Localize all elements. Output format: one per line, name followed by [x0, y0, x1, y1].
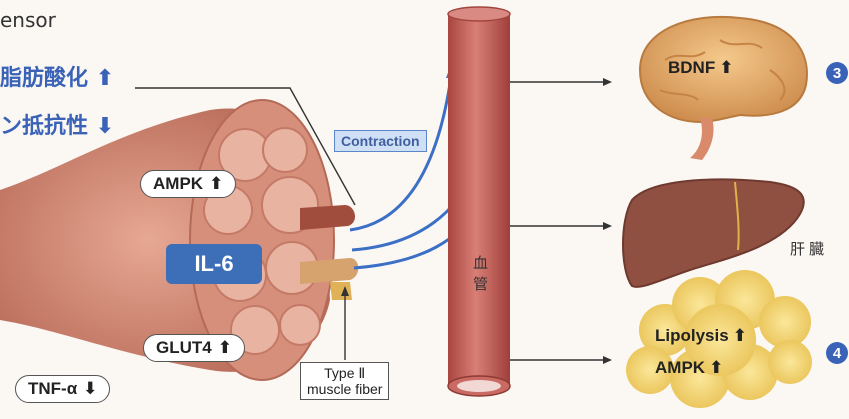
arrow-up-icon: ⬆ — [218, 338, 232, 358]
ampk-badge: AMPK ⬆ — [140, 170, 236, 198]
number-badge-4: 4 — [826, 342, 848, 364]
lipolysis-label: Lipolysis ⬆ — [655, 326, 747, 346]
arrow-down-icon: ⬇ — [83, 379, 97, 399]
insulin-resistance-label: ン抵抗性 ⬇ — [0, 108, 114, 140]
glut4-badge: GLUT4 ⬆ — [143, 334, 245, 362]
fat-ampk-label: AMPK ⬆ — [655, 358, 723, 378]
sensor-label: ensor — [0, 8, 56, 32]
arrow-down-icon: ⬇ — [96, 114, 114, 139]
il6-badge: IL-6 — [166, 244, 262, 284]
liver — [623, 179, 804, 286]
arrow-up-icon: ⬆ — [96, 66, 114, 91]
blood-vessel-label: 血管 — [470, 255, 491, 297]
arrow-up-icon: ⬆ — [733, 326, 747, 346]
contraction-label: Contraction — [334, 130, 427, 152]
liver-label: 肝臓 — [790, 238, 828, 259]
fatty-acid-oxidation-label: 脂肪酸化 ⬆ — [0, 60, 114, 92]
number-badge-3: 3 — [826, 62, 848, 84]
bdnf-label: BDNF ⬆ — [668, 58, 733, 78]
arrow-up-icon: ⬆ — [719, 58, 733, 78]
blood-vessel — [448, 14, 510, 384]
tnf-alpha-badge: TNF-α ⬇ — [15, 375, 110, 403]
muscle-fiber-upper — [300, 205, 355, 230]
arrow-up-icon: ⬆ — [209, 174, 223, 194]
fiber-type-label: Type Ⅱ muscle fiber — [300, 362, 389, 400]
arrow-up-icon: ⬆ — [709, 358, 723, 378]
muscle-fiber-lower — [300, 258, 358, 284]
